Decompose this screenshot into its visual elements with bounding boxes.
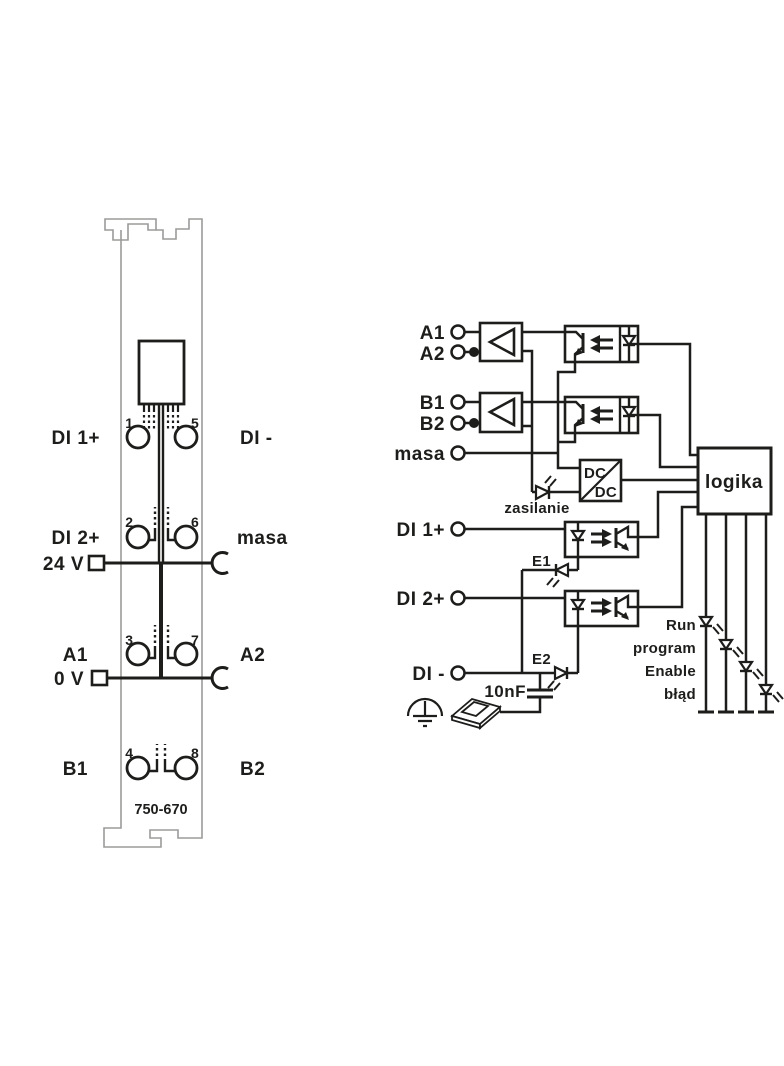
capacitor-label: 10nF	[484, 682, 526, 701]
contact-marks	[148, 507, 175, 773]
pin-3-label: 3	[125, 632, 133, 648]
led-label-blad: błąd	[664, 686, 696, 703]
terminal-2	[125, 524, 151, 550]
terminal-diminus	[450, 665, 466, 681]
schematic-label-a2: A2	[420, 344, 445, 365]
module-label-a2: A2	[240, 645, 265, 666]
schematic-label-di2plus: DI 2+	[397, 589, 445, 610]
led-enable	[737, 660, 764, 680]
module-label-di1plus: DI 1+	[52, 428, 100, 449]
terminal-a2	[450, 344, 466, 360]
optocoupler-b	[563, 395, 640, 435]
pin-5-label: 5	[191, 415, 199, 431]
led-symbol	[569, 598, 587, 611]
optocoupler-di1	[563, 520, 640, 559]
led-program	[717, 638, 744, 658]
pin-6-label: 6	[191, 514, 199, 530]
ribbon-dotted-lines	[142, 415, 180, 430]
led-label-program: program	[633, 640, 696, 657]
terminal-a1	[450, 324, 466, 340]
led-label-enable: Enable	[645, 663, 696, 680]
logic-label: logika	[705, 472, 763, 493]
module-housing-outline	[103, 218, 203, 848]
module-label-b1: B1	[63, 759, 88, 780]
power-led-label: zasilanie	[504, 500, 569, 517]
schematic-label-b2: B2	[420, 414, 445, 435]
terminal-1	[125, 424, 151, 450]
module-label-0v: 0 V	[54, 669, 84, 690]
led-symbol	[620, 334, 638, 347]
logic-block: logika	[696, 446, 773, 516]
din-rail-icon	[450, 698, 502, 730]
optocoupler-di2	[563, 589, 640, 628]
led-symbol	[620, 405, 638, 418]
schematic-label-masa: masa	[394, 444, 445, 465]
pin-1-label: 1	[125, 415, 133, 431]
status-led-chains	[697, 514, 784, 714]
dcdc-converter: DC DC	[578, 458, 623, 503]
terminal-b1	[450, 394, 466, 410]
dcdc-bottom-label: DC	[595, 484, 617, 501]
suppressor-e1: E1	[532, 553, 570, 588]
pin-4-label: 4	[125, 745, 133, 761]
terminal-masa	[450, 445, 466, 461]
terminal-3	[125, 641, 151, 667]
schematic-label-diminus: DI -	[412, 664, 445, 685]
led-run	[697, 615, 724, 635]
dcdc-top-label: DC	[584, 465, 606, 482]
schematic-label-di1plus: DI 1+	[397, 520, 445, 541]
power-led-zasilanie	[534, 475, 557, 501]
earth-ground-icon	[406, 697, 444, 728]
terminal-5	[173, 424, 199, 450]
module-label-diminus: DI -	[240, 428, 273, 449]
pin-2-label: 2	[125, 514, 133, 530]
pin-8-label: 8	[191, 745, 199, 761]
terminal-circles	[125, 424, 199, 781]
terminal-b2	[450, 415, 466, 431]
terminal-4	[125, 755, 151, 781]
connector-block	[137, 339, 186, 430]
capacitor-10nf: 10nF	[484, 682, 553, 701]
schematic-label-b1: B1	[420, 393, 445, 414]
power-plug-0v	[90, 669, 109, 687]
pin-7-label: 7	[191, 632, 199, 648]
terminal-8	[173, 755, 199, 781]
suppressor-e2: E2	[532, 651, 570, 691]
optocoupler-a	[563, 324, 640, 364]
terminal-7	[173, 641, 199, 667]
power-plug-24v	[87, 554, 106, 572]
module-label-24v: 24 V	[43, 554, 84, 575]
module-label-b2: B2	[240, 759, 265, 780]
module-drawing: 1 5 2 6 3 7 4 8 DI 1+ DI 2+ 24 V A1 0 V …	[43, 218, 288, 848]
schematic-terminals	[450, 324, 466, 681]
power-rail-24v	[87, 551, 229, 575]
power-rail-0v	[90, 666, 229, 690]
junction-dot-b2	[469, 418, 479, 428]
e1-label: E1	[532, 553, 551, 570]
terminal-6	[173, 524, 199, 550]
internal-cable	[157, 404, 165, 678]
schematic-label-a1: A1	[420, 323, 445, 344]
input-amplifier-b	[478, 391, 524, 434]
led-blad	[757, 683, 784, 703]
module-model-number: 750-670	[134, 802, 187, 818]
power-socket-24v	[210, 551, 229, 575]
input-amplifier-a	[478, 321, 524, 363]
led-label-run: Run	[666, 617, 696, 634]
module-label-di2plus: DI 2+	[52, 528, 100, 549]
circuit-schematic: DC DC	[394, 321, 784, 730]
led-symbol	[569, 529, 587, 542]
terminal-di2plus	[450, 590, 466, 606]
module-label-a1: A1	[63, 645, 88, 666]
e2-label: E2	[532, 651, 551, 668]
power-socket-0v	[210, 666, 229, 690]
module-label-masa: masa	[237, 528, 288, 549]
junction-dot-a2	[469, 347, 479, 357]
terminal-di1plus	[450, 521, 466, 537]
